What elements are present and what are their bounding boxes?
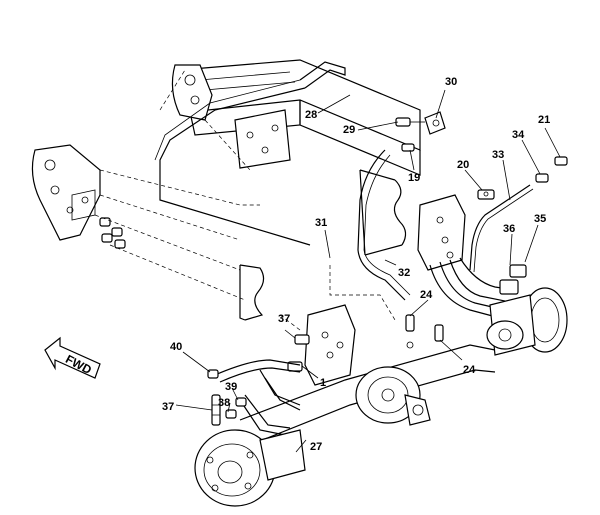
callout-38: 38	[218, 397, 230, 409]
callout-33: 33	[492, 149, 504, 161]
axle-housing	[239, 344, 496, 446]
center-axle-bracket	[287, 304, 356, 386]
brake-tube-upper	[154, 61, 346, 246]
callout-32: 32	[398, 267, 410, 279]
fitting-24-left	[405, 314, 415, 349]
callout-24-upper: 24	[420, 289, 433, 301]
callout-37-lower: 37	[162, 401, 174, 413]
fitting-24-right	[434, 324, 444, 342]
brake-hose-32	[357, 149, 411, 301]
fitting-21	[554, 156, 568, 166]
callout-30: 30	[445, 76, 457, 88]
frame-crossmember	[171, 59, 421, 256]
left-wheel-end	[194, 429, 306, 507]
hose-bundle-right	[429, 257, 516, 319]
leader-lines	[175, 89, 561, 453]
forward-arrow: FWD	[44, 336, 101, 379]
fitting-cluster-left	[99, 217, 126, 249]
fitting-19	[401, 143, 415, 152]
fitting-38	[225, 409, 237, 419]
callout-35: 35	[534, 213, 546, 225]
callout-21: 21	[538, 114, 550, 126]
fitting-20	[477, 189, 495, 200]
frame-rail-segment	[239, 264, 265, 321]
callout-labels: 30 21 28 29 34 33 20 19 35 36 31 32 24 3…	[162, 76, 550, 453]
callout-39: 39	[225, 381, 237, 393]
hose-33	[469, 184, 534, 273]
fitting-29	[395, 117, 425, 127]
callout-29: 29	[343, 124, 355, 136]
callout-24-lower: 24	[463, 364, 476, 376]
callout-34: 34	[512, 129, 525, 141]
callout-20: 20	[457, 159, 469, 171]
callout-1: 1	[320, 377, 326, 389]
callout-19: 19	[408, 172, 420, 184]
right-chamber-bracket	[417, 194, 466, 271]
callout-36: 36	[503, 223, 515, 235]
callout-31: 31	[315, 217, 327, 229]
fitting-39	[235, 397, 247, 407]
callout-27: 27	[310, 441, 322, 453]
left-frame-bracket	[31, 144, 101, 241]
fitting-30	[424, 111, 446, 135]
callout-40: 40	[170, 341, 182, 353]
projection-lines	[94, 69, 396, 331]
fitting-34	[535, 173, 549, 183]
callout-37-upper: 37	[278, 313, 290, 325]
brake-lines-left	[214, 359, 301, 436]
right-wheel-end	[486, 264, 568, 356]
callout-28: 28	[305, 109, 317, 121]
fitting-40	[207, 369, 219, 379]
